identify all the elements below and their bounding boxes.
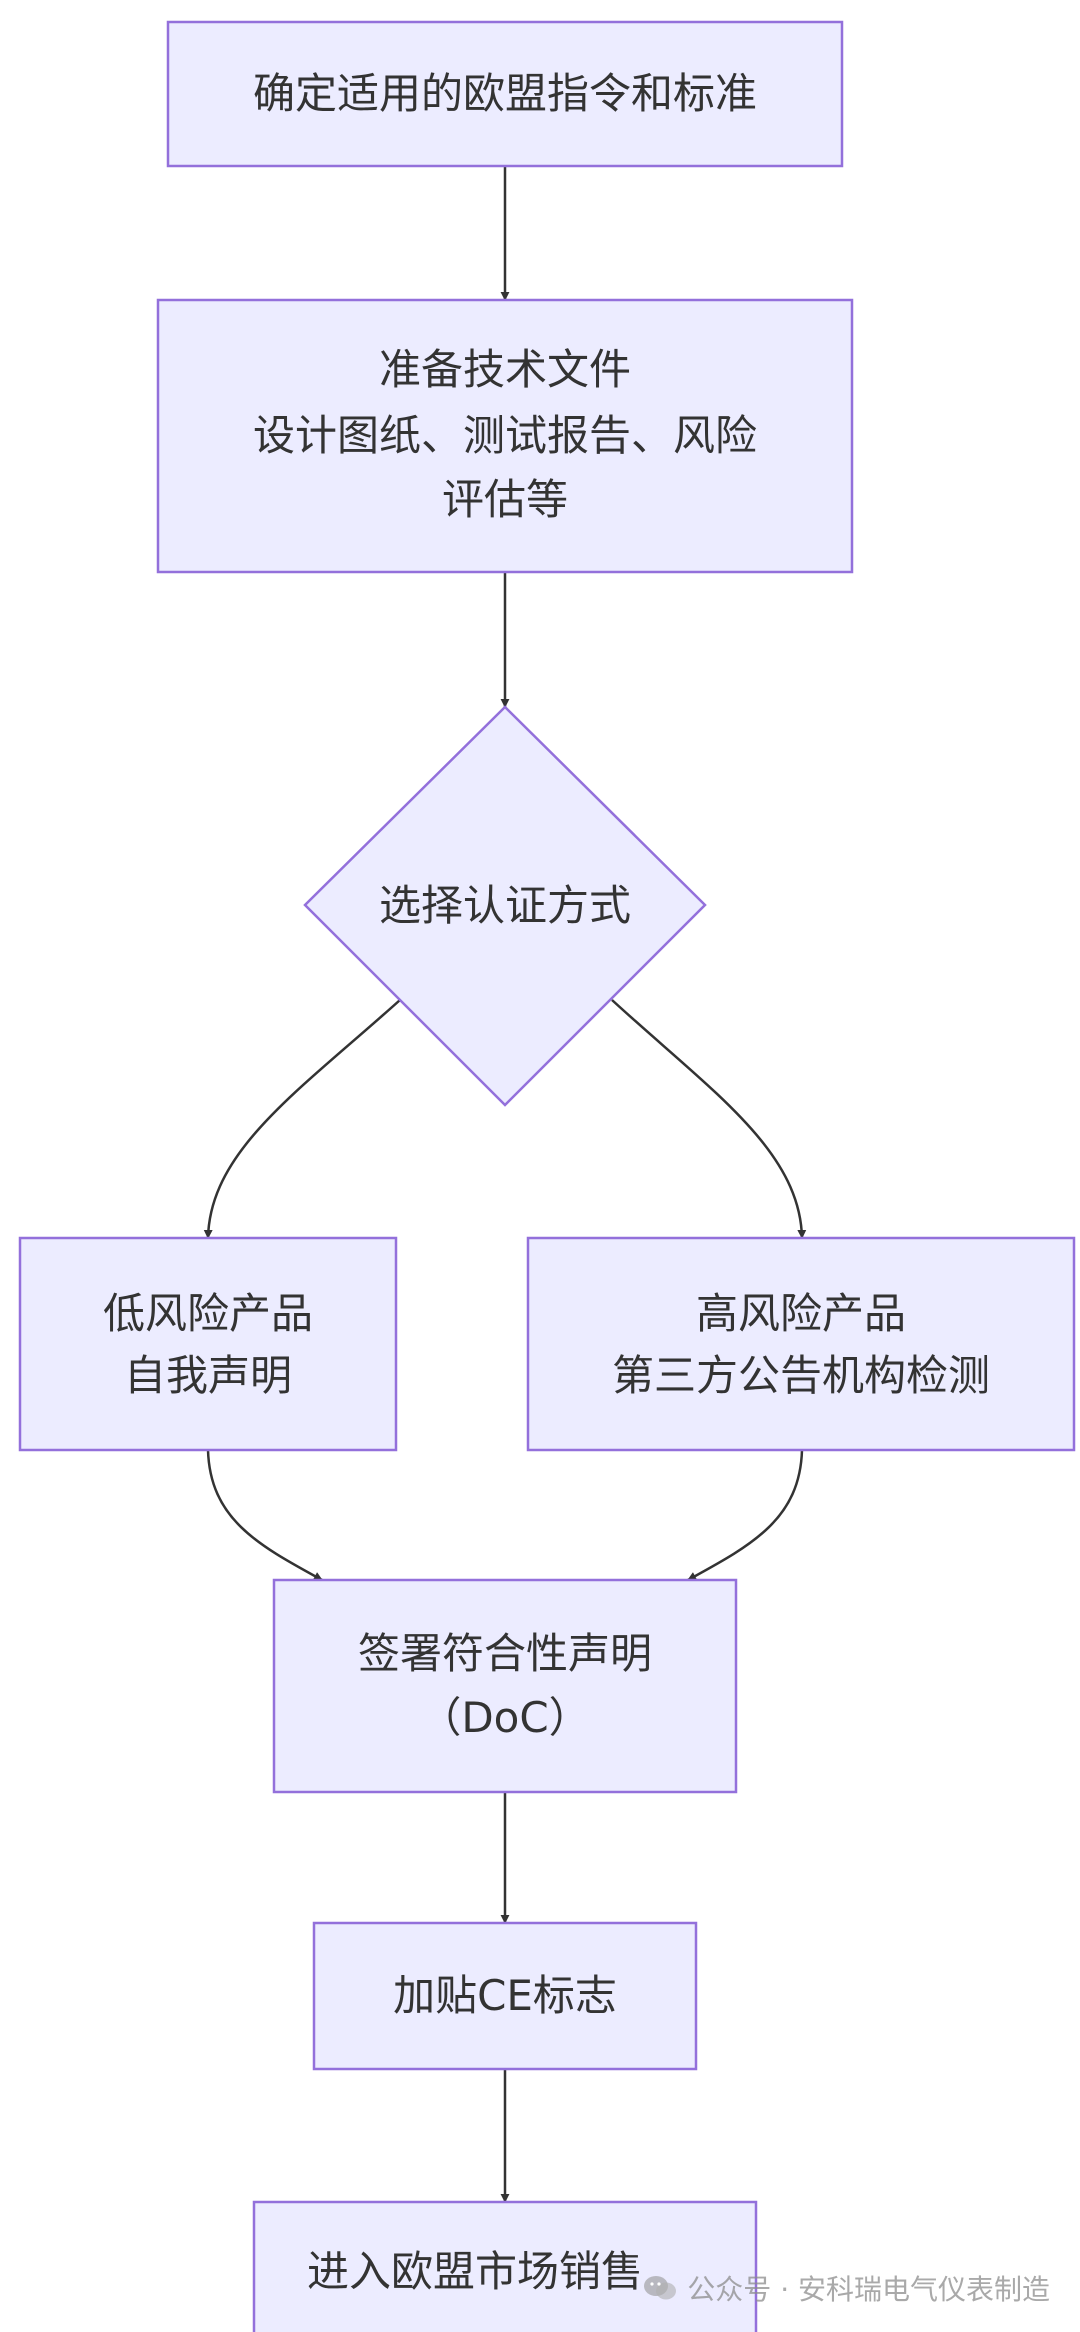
node-sign-doc: 签署符合性声明 （DoC）	[272, 1578, 738, 1794]
node-label: 加贴CE标志	[393, 1971, 617, 2020]
node-affix-ce: 加贴CE标志	[312, 1921, 698, 2071]
node-label: 选择认证方式	[379, 881, 631, 930]
node-label: 进入欧盟市场销售	[307, 2247, 643, 2296]
node-label-line2: 第三方公告机构检测	[612, 1351, 990, 1400]
node-prepare-tech-docs: 准备技术文件 设计图纸、测试报告、风险 评估等	[156, 298, 854, 574]
node-label-line1: 签署符合性声明	[358, 1629, 652, 1678]
node-box	[272, 1578, 738, 1794]
edge-n5-n6	[687, 1449, 804, 1582]
node-box	[156, 298, 854, 574]
node-low-risk: 低风险产品 自我声明	[18, 1236, 398, 1452]
edge-n3-n4	[203, 999, 401, 1239]
watermark: 公众号 · 安科瑞电气仪表制造	[643, 2268, 1050, 2308]
node-label-line3: 评估等	[442, 475, 568, 524]
watermark-text: 公众号 · 安科瑞电气仪表制造	[687, 2273, 1050, 2306]
node-box	[166, 20, 844, 168]
node-label-line1: 准备技术文件	[379, 345, 631, 394]
wechat-icon	[644, 2276, 677, 2300]
node-label-line2: 自我声明	[124, 1351, 292, 1400]
node-determine-standards: 确定适用的欧盟指令和标准	[166, 20, 844, 168]
node-box	[526, 1236, 1076, 1452]
decision-diamond	[303, 705, 707, 1107]
node-enter-eu-market: 进入欧盟市场销售	[252, 2200, 758, 2332]
node-box	[18, 1236, 398, 1452]
edge-n4-n6	[206, 1449, 323, 1582]
node-label-line1: 低风险产品	[103, 1289, 313, 1338]
node-box	[312, 1921, 698, 2071]
decision-choose-cert-method: 选择认证方式	[303, 705, 707, 1107]
node-box	[252, 2200, 758, 2332]
edge-n3-n5	[611, 999, 807, 1239]
node-label-line2: （DoC）	[419, 1693, 590, 1742]
node-label-line2: 设计图纸、测试报告、风险	[253, 411, 757, 460]
node-high-risk: 高风险产品 第三方公告机构检测	[526, 1236, 1076, 1452]
node-label-line1: 高风险产品	[696, 1289, 906, 1338]
node-label: 确定适用的欧盟指令和标准	[253, 69, 757, 118]
